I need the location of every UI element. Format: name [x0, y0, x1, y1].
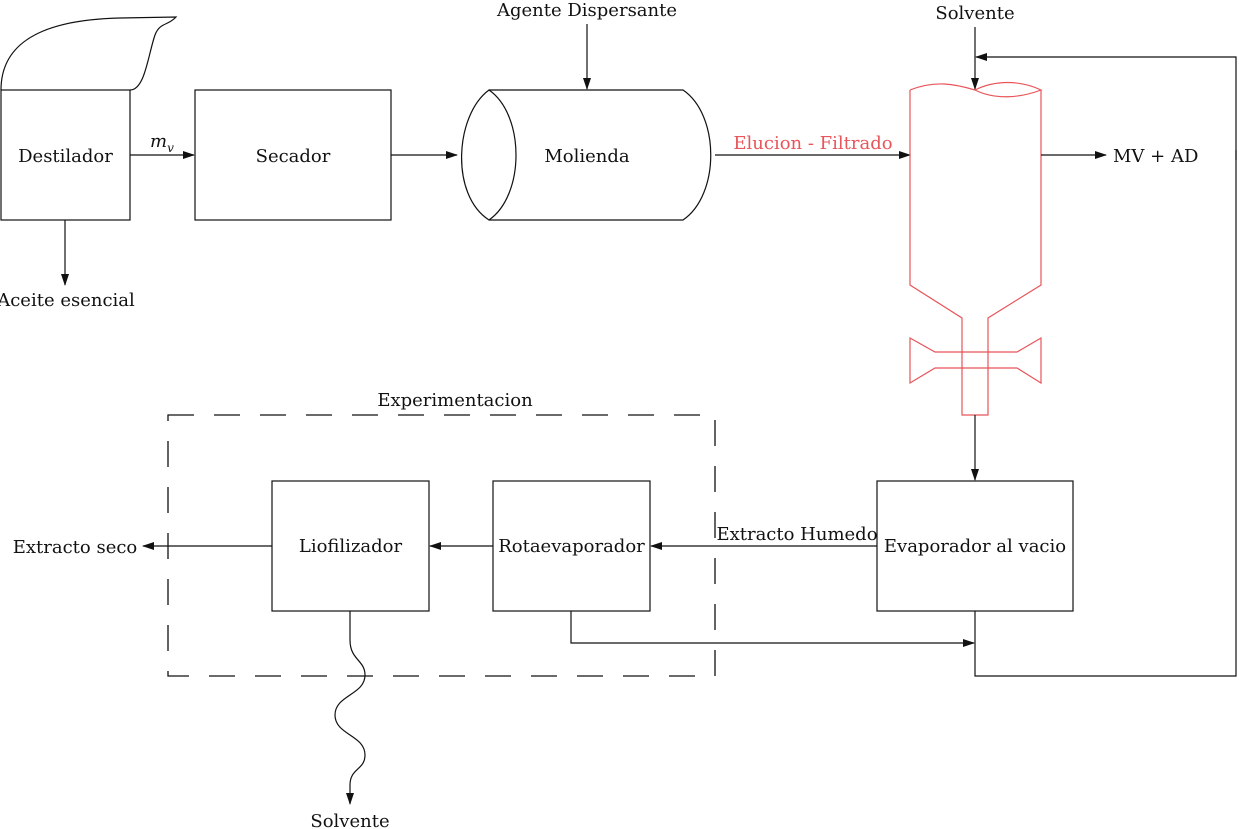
solvente-bottom-label: Solvente	[310, 811, 389, 829]
secador-label: Secador	[256, 146, 331, 167]
experimentacion-label: Experimentacion	[377, 390, 533, 411]
extracto-seco-label: Extracto seco	[13, 537, 138, 558]
solvente-top-label: Solvente	[935, 3, 1014, 24]
molienda-cylinder	[489, 89, 712, 221]
destilador-label: Destilador	[18, 146, 113, 167]
column-body	[909, 90, 1042, 416]
elucion-label: Elucion - Filtrado	[733, 133, 892, 154]
molienda-end-cap	[461, 89, 517, 221]
molienda-label: Molienda	[544, 146, 630, 167]
arrow-solvente-bottom	[334, 611, 366, 805]
aceite-label: Aceite esencial	[0, 290, 135, 311]
destilador-box	[0, 89, 131, 221]
mv-label: mv	[150, 131, 174, 155]
column-top	[909, 81, 1043, 98]
extracto-humedo-label: Extracto Humedo	[716, 524, 877, 545]
mv-main: m	[150, 131, 167, 152]
arrow-rotaevaporador-recycle	[570, 611, 975, 647]
mv-ad-label: MV + AD	[1113, 146, 1198, 167]
secador-box	[194, 89, 392, 221]
liofilizador-box	[271, 480, 430, 612]
column-valve	[909, 336, 1042, 385]
rotaevaporador-box	[492, 480, 651, 612]
evaporador-label: Evaporador al vacio	[884, 536, 1066, 557]
liofilizador-label: Liofilizador	[299, 536, 403, 557]
agente-label: Agente Dispersante	[496, 0, 677, 21]
destilador-hood	[0, 16, 178, 91]
recycle-loop	[974, 53, 1237, 677]
rotaevaporador-label: Rotaevaporador	[498, 536, 645, 557]
mv-sub: v	[167, 141, 174, 155]
